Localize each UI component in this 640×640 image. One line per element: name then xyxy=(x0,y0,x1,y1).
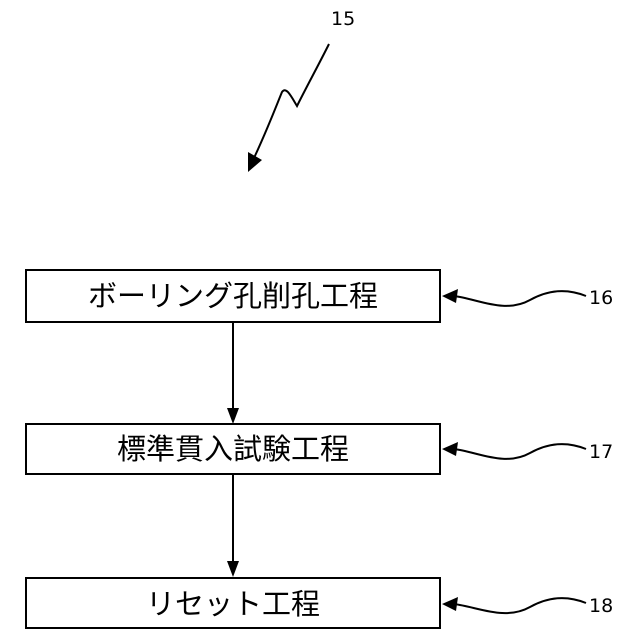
step-label-reset: リセット工程 xyxy=(146,587,320,621)
flow-arrowhead-2 xyxy=(227,561,239,577)
ref-arrowhead-18 xyxy=(442,597,458,611)
step-label-spt: 標準貫入試験工程 xyxy=(117,432,349,466)
step-label-boring: ボーリング孔削孔工程 xyxy=(88,279,378,313)
ref-number-17: 17 xyxy=(589,441,613,463)
ref-number-18: 18 xyxy=(589,595,613,617)
ref-arrowhead-17 xyxy=(442,442,458,456)
figure-reference-number: 15 xyxy=(331,8,355,30)
flow-arrowhead-1 xyxy=(227,408,239,424)
ref-leader-16 xyxy=(454,291,586,306)
figure-leader-line xyxy=(254,44,329,158)
ref-arrowhead-16 xyxy=(442,289,458,303)
ref-leader-18 xyxy=(454,598,586,613)
ref-leader-17 xyxy=(454,444,586,459)
ref-number-16: 16 xyxy=(589,287,613,309)
